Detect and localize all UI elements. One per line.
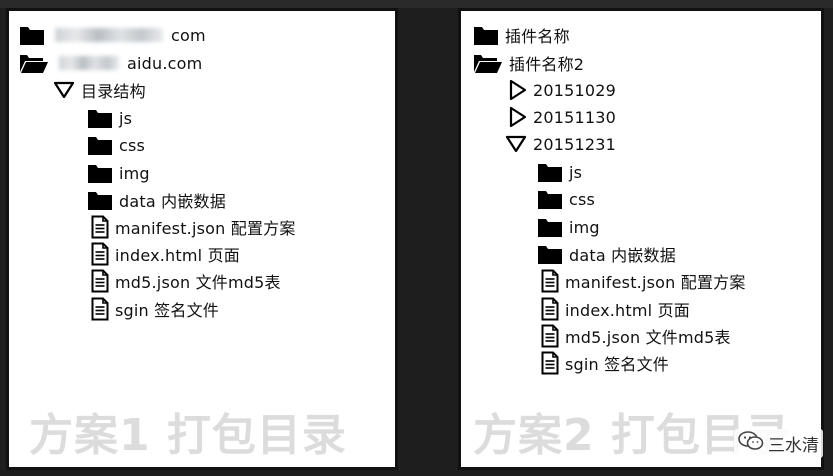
- panel-caption: 方案1 打包目录: [29, 410, 347, 461]
- item-label: data 内嵌数据: [119, 192, 226, 211]
- panel-plan-2: 插件名称 插件名称2 20151029 20151130 20151231 js…: [458, 8, 824, 470]
- item-label: css: [569, 189, 596, 209]
- tree-row-site-a[interactable]: com: [19, 23, 206, 47]
- item-label: js: [119, 108, 133, 128]
- wechat-icon: [738, 431, 764, 456]
- file-icon: [541, 269, 559, 293]
- watermark: 三水清: [734, 429, 823, 458]
- item-label: sgin 签名文件: [565, 355, 669, 374]
- folder-icon: [537, 161, 563, 183]
- tree-row-date-3[interactable]: 20151231: [505, 132, 616, 156]
- top-bar: [0, 0, 833, 8]
- folder-icon: [537, 243, 563, 265]
- site-b-label: aidu.com: [127, 53, 203, 73]
- tree-row-index[interactable]: index.html 页面: [541, 297, 690, 321]
- folder-icon: [19, 24, 45, 46]
- tree-row-plugin-b[interactable]: 插件名称2: [473, 51, 584, 75]
- tree-row-css[interactable]: css: [87, 133, 145, 157]
- plugin-b-label: 插件名称2: [509, 55, 585, 74]
- item-label: sgin 签名文件: [115, 301, 219, 320]
- folder-icon: [537, 188, 563, 210]
- tree-row-manifest[interactable]: manifest.json 配置方案: [91, 215, 296, 239]
- folder-icon: [87, 189, 113, 211]
- item-label: img: [119, 163, 150, 183]
- item-label: js: [569, 162, 583, 182]
- triangle-right-icon[interactable]: [509, 106, 527, 128]
- tree-row-sgin[interactable]: sgin 签名文件: [91, 297, 219, 321]
- date-label: 20151231: [533, 134, 617, 154]
- file-icon: [91, 242, 109, 266]
- tree-row-manifest[interactable]: manifest.json 配置方案: [541, 269, 746, 293]
- watermark-text: 三水清: [768, 436, 819, 456]
- tree-row-md5[interactable]: md5.json 文件md5表: [541, 324, 731, 348]
- file-icon: [91, 215, 109, 239]
- panel-plan-1: com aidu.com 目录结构 js css img data 内嵌数据 m…: [6, 8, 398, 470]
- tree-row-plugin-a[interactable]: 插件名称: [473, 23, 570, 47]
- item-label: img: [569, 217, 600, 237]
- redacted-domain: [59, 56, 119, 70]
- item-label: md5.json 文件md5表: [565, 328, 731, 347]
- file-icon: [91, 269, 109, 293]
- site-a-label: com: [171, 25, 206, 45]
- file-icon: [541, 297, 559, 321]
- item-label: manifest.json 配置方案: [565, 273, 746, 292]
- item-label: css: [119, 135, 146, 155]
- tree-row-md5[interactable]: md5.json 文件md5表: [91, 269, 281, 293]
- tree-row-data[interactable]: data 内嵌数据: [87, 188, 226, 212]
- folder-open-icon: [473, 52, 503, 74]
- file-icon: [541, 351, 559, 375]
- tree-row-site-b[interactable]: aidu.com: [19, 51, 202, 75]
- tree-row-data[interactable]: data 内嵌数据: [537, 242, 676, 266]
- folder-icon: [87, 107, 113, 129]
- tree-row-sgin[interactable]: sgin 签名文件: [541, 351, 669, 375]
- redacted-domain: [55, 28, 163, 42]
- dir-label: 目录结构: [81, 82, 146, 101]
- tree-row-js[interactable]: js: [87, 106, 132, 130]
- triangle-right-icon[interactable]: [509, 79, 527, 101]
- folder-icon: [87, 134, 113, 156]
- tree-row-date-2[interactable]: 20151130: [509, 105, 616, 129]
- item-label: manifest.json 配置方案: [115, 219, 296, 238]
- folder-icon: [87, 162, 113, 184]
- triangle-down-icon[interactable]: [53, 81, 75, 99]
- file-icon: [541, 324, 559, 348]
- triangle-down-icon[interactable]: [505, 135, 527, 153]
- tree-row-img[interactable]: img: [537, 215, 600, 239]
- tree-row-css[interactable]: css: [537, 187, 595, 211]
- tree-row-img[interactable]: img: [87, 161, 150, 185]
- tree-row-js[interactable]: js: [537, 160, 582, 184]
- tree-row-date-1[interactable]: 20151029: [509, 78, 616, 102]
- item-label: md5.json 文件md5表: [115, 273, 281, 292]
- plugin-a-label: 插件名称: [505, 27, 570, 46]
- folder-icon: [473, 24, 499, 46]
- tree-row-index[interactable]: index.html 页面: [91, 242, 240, 266]
- file-icon: [91, 297, 109, 321]
- date-label: 20151029: [533, 80, 617, 100]
- folder-open-icon: [19, 52, 49, 74]
- folder-icon: [537, 216, 563, 238]
- date-label: 20151130: [533, 107, 617, 127]
- item-label: index.html 页面: [565, 301, 690, 320]
- tree-row-dir[interactable]: 目录结构: [53, 78, 146, 102]
- item-label: data 内嵌数据: [569, 246, 676, 265]
- item-label: index.html 页面: [115, 246, 240, 265]
